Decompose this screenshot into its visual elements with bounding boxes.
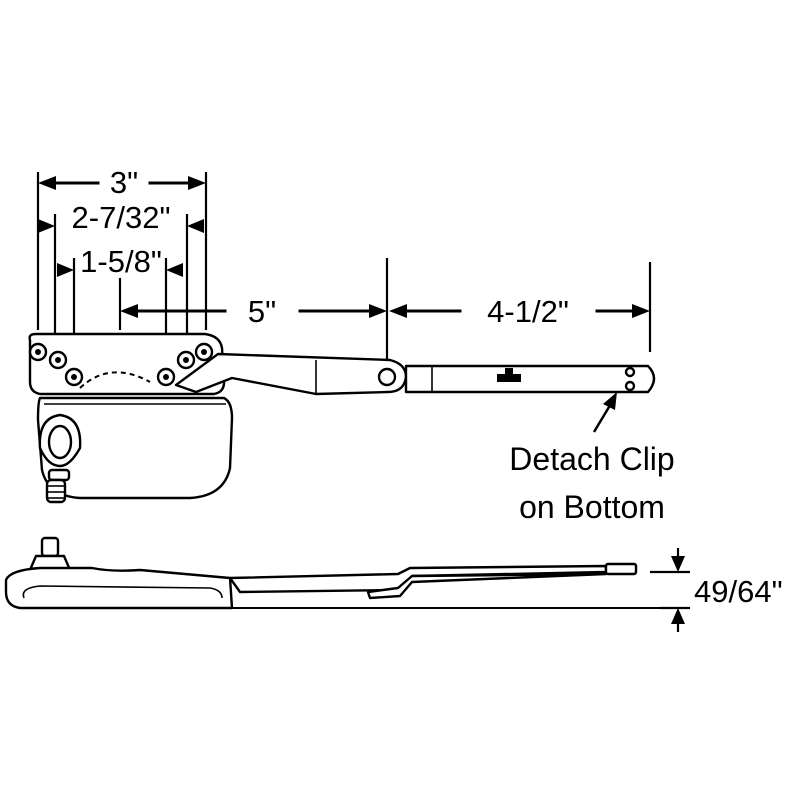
callout-line-1: Detach Clip xyxy=(509,441,674,477)
callout-line-2: on Bottom xyxy=(519,489,665,525)
gear-housing xyxy=(36,396,234,500)
detach-clip xyxy=(624,366,636,378)
dim-label-1-5-8in: 1-5/8" xyxy=(80,244,162,279)
side-arm-tip xyxy=(604,562,638,576)
side-housing xyxy=(4,566,234,610)
dim-label-4-1-2in: 4-1/2" xyxy=(487,294,569,329)
arm-pivot xyxy=(377,367,397,387)
operator-top-view xyxy=(28,332,656,504)
dim-label-2-7-32in: 2-7/32" xyxy=(72,200,171,235)
dimension-lines xyxy=(36,172,690,632)
side-stud xyxy=(40,536,60,558)
extension-arm xyxy=(404,364,656,394)
mounting-holes xyxy=(28,342,214,387)
dim-label-3in: 3" xyxy=(110,165,138,200)
dim-label-49-64in: 49/64" xyxy=(694,574,783,609)
callout-arrow xyxy=(592,392,617,433)
dim-label-5in: 5" xyxy=(248,294,276,329)
operator-side-view xyxy=(4,536,662,610)
